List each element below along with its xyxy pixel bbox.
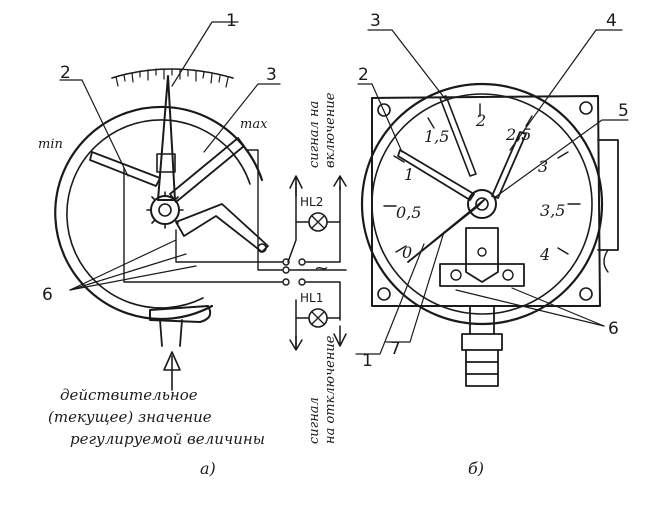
left-callout-2: 2 [60, 63, 71, 83]
right-callout-6-leader-a [511, 287, 605, 327]
left-sub-label: а) [200, 459, 216, 478]
right-nut [461, 333, 503, 351]
left-callout-1: 1 [226, 11, 237, 31]
right-contact-block [465, 227, 499, 283]
left-scale-ticks [115, 68, 229, 88]
left-callout-1-leader [171, 21, 239, 87]
right-terminal-screw-right [502, 269, 514, 281]
right-callout-6: 6 [608, 319, 619, 339]
left-max-contact-arm [169, 137, 245, 203]
right-scale-2: 2 [475, 111, 486, 130]
left-hl1-label: HL1 [300, 291, 323, 305]
left-callout-6: 6 [42, 285, 53, 305]
left-signal-on-arrow [289, 175, 303, 197]
left-dial-arc-inner [66, 119, 251, 309]
right-flange [371, 95, 601, 307]
left-min-contact-arm [89, 151, 161, 187]
right-callout-4-leader [509, 29, 623, 151]
right-callout-7: 7 [390, 339, 401, 359]
right-case-inner [371, 93, 593, 315]
right-scale-15: 1,5 [424, 127, 449, 146]
right-hub-inner [475, 197, 489, 211]
left-hl2-label: HL2 [300, 195, 323, 209]
left-main-pointer [157, 75, 176, 201]
left-callout-6-leaders [69, 239, 197, 291]
left-lamp-hl1 [308, 308, 328, 328]
right-terminal-cable [603, 249, 609, 273]
left-min-label: min [38, 137, 63, 152]
right-callout-1-leader [355, 243, 425, 355]
left-callout-3-leader [203, 83, 281, 153]
left-bus-down-arrow [289, 335, 303, 351]
right-contact-screw [477, 247, 487, 257]
left-center-gear [146, 191, 184, 229]
right-scale-3: 3 [538, 157, 548, 176]
left-sector-lever [175, 203, 269, 253]
right-scale-0: 0 [402, 243, 412, 262]
right-callout-3-leader [367, 29, 447, 101]
left-gauge-diagram: 1 2 3 6 min max HL2 HL1 ~ сигнал на вклю… [38, 11, 347, 478]
left-callout-3: 3 [266, 65, 277, 85]
left-scale-arc [111, 68, 234, 79]
left-terminals [282, 258, 306, 286]
right-mounting-holes [377, 101, 593, 301]
left-caption-line3: регулируемой величины [70, 430, 265, 448]
left-caption-line1: действительное [60, 386, 198, 404]
right-scale-1: 1 [404, 165, 414, 184]
right-callout-5-leader [493, 119, 629, 199]
right-max-contact-arm [491, 131, 527, 199]
right-callout-1: 1 [362, 351, 373, 371]
right-gauge-diagram: 0 0,5 1 1,5 2 2,5 3 3,5 4 1 2 3 4 5 6 7 … [355, 11, 629, 478]
right-callout-2-leader [357, 83, 403, 153]
left-inlet-arrow [163, 351, 181, 391]
left-dial-arc [54, 105, 264, 321]
right-terminal-block [439, 263, 525, 287]
left-signal-on-text: сигнал на включение [307, 92, 338, 168]
right-scale-ticks [383, 103, 581, 255]
left-ac-symbol: ~ [314, 258, 329, 279]
right-callout-4: 4 [606, 11, 617, 31]
left-signal-off-line2: на отключение [323, 335, 338, 444]
left-circuit-wires [287, 181, 347, 349]
right-min-contact-arm [397, 149, 475, 201]
right-scale-4: 4 [539, 245, 550, 264]
left-pointer-hub [156, 153, 176, 173]
right-scale-35: 3,5 [540, 201, 565, 220]
right-hub-outer [467, 189, 497, 219]
right-callout-2: 2 [358, 65, 369, 85]
right-stem [469, 305, 495, 335]
right-sub-label: б) [468, 459, 484, 478]
left-signal-on-line2: включение [323, 92, 338, 168]
left-callout-2-leader [59, 79, 129, 177]
left-caption-line2: (текущее) значение [48, 408, 212, 426]
right-case-outer [360, 82, 604, 326]
left-bus-up-arrow [333, 175, 347, 191]
right-scale-25: 2,5 [505, 125, 531, 144]
right-fitting [465, 349, 499, 387]
left-bourdon-tube [149, 305, 212, 323]
left-max-label: max [240, 117, 268, 132]
left-signal-off-text: сигнал на отключение [307, 335, 338, 444]
right-callout-5: 5 [618, 101, 629, 121]
left-signal-on-line1: сигнал на [307, 101, 322, 168]
left-signal-off-line1: сигнал [307, 397, 322, 444]
left-wires [123, 149, 283, 283]
right-callout-3: 3 [370, 11, 381, 31]
left-lamp-hl2 [308, 212, 328, 232]
left-inlet-pipe [159, 319, 183, 347]
right-scale-05: 0,5 [396, 203, 421, 222]
right-callout-6-leader-b [455, 289, 605, 327]
right-callout-7-leader [385, 231, 445, 343]
left-signal-off-arrow [333, 325, 347, 347]
right-terminal-screw-left [450, 269, 462, 281]
